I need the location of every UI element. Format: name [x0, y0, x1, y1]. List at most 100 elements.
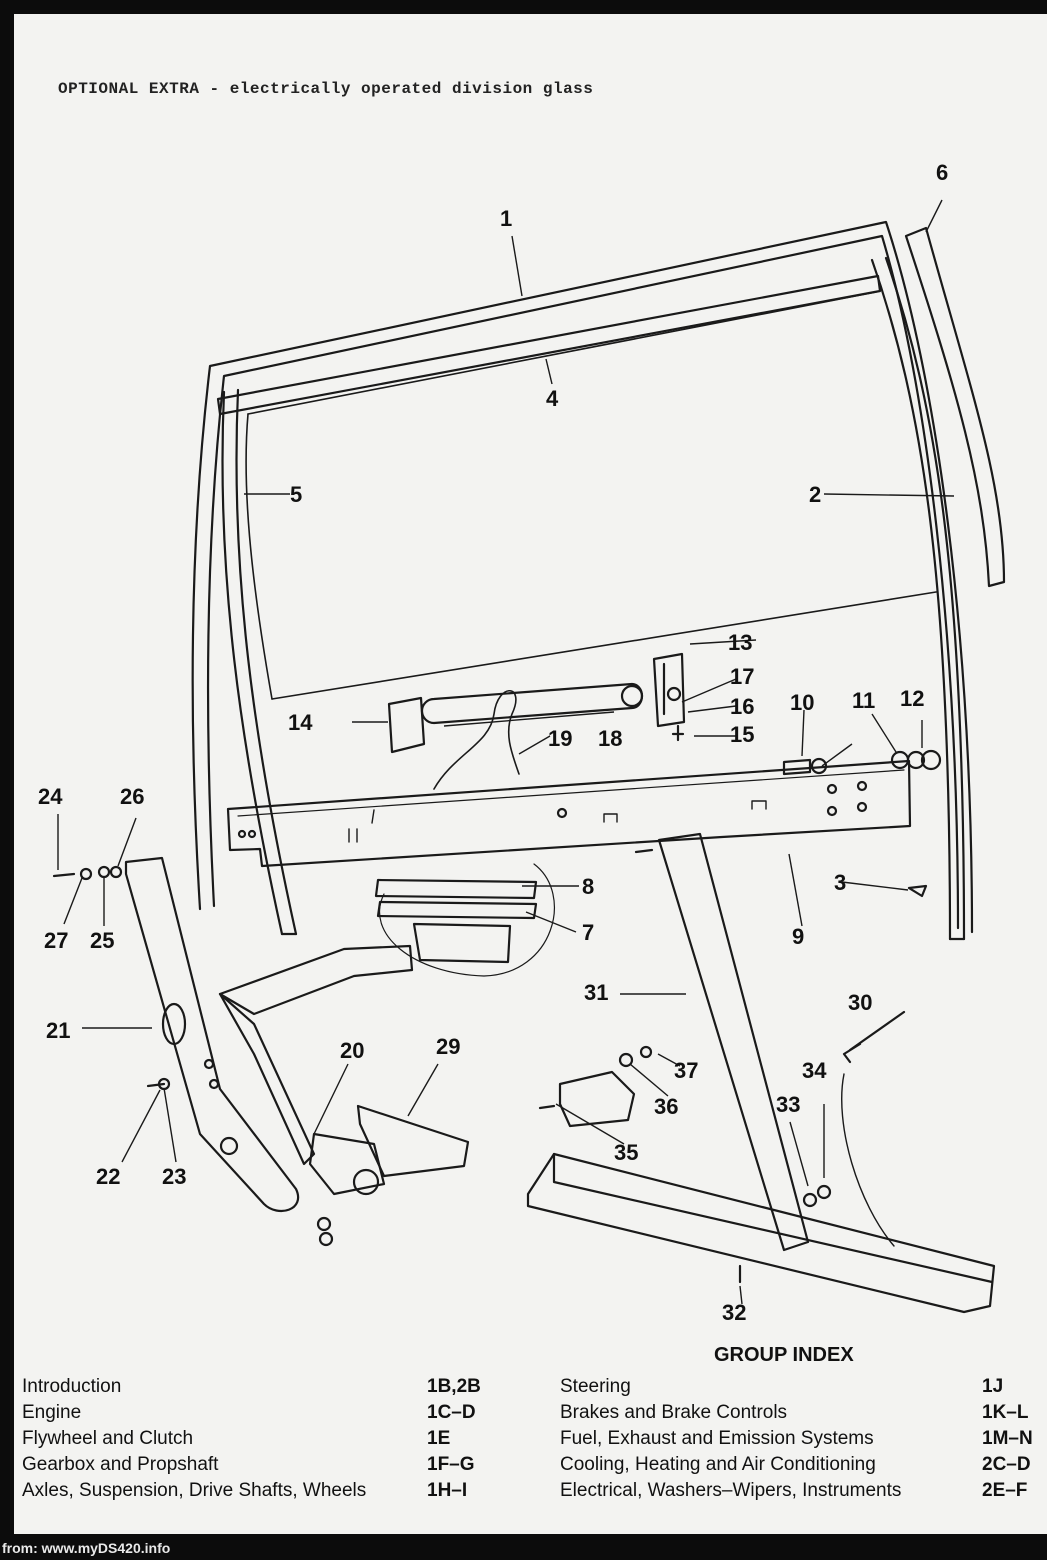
- division-glass-pane: [245, 291, 937, 700]
- group-index-row[interactable]: Steering 1J: [560, 1374, 1047, 1400]
- callout-27: 27: [44, 928, 68, 953]
- group-label: Axles, Suspension, Drive Shafts, Wheels: [22, 1480, 367, 1501]
- nut-part: [802, 1192, 818, 1208]
- carrier-rail-part: [226, 759, 912, 868]
- washer-part: [109, 865, 123, 879]
- callout-15: 15: [730, 722, 754, 747]
- callout-21: 21: [46, 1018, 70, 1043]
- screw-part: [146, 1082, 166, 1088]
- right-support-leg-part: [657, 832, 810, 1252]
- exploded-parts-diagram: 1 2 3 4 5 6 7 8 9 10 11 12 13 14 15 16 1…: [38, 160, 1006, 1325]
- nut-part: [316, 1216, 332, 1232]
- callout-34: 34: [802, 1058, 827, 1083]
- page-title: OPTIONAL EXTRA - electrically operated d…: [58, 80, 594, 98]
- callout-32: 32: [722, 1300, 746, 1325]
- bottom-channel-part: [526, 1152, 996, 1314]
- callout-1: 1: [500, 206, 512, 231]
- callout-labels: 1 2 3 4 5 6 7 8 9 10 11 12 13 14 15 16 1…: [38, 160, 948, 1325]
- motor-linkage-part: [218, 944, 414, 1196]
- callout-20: 20: [340, 1038, 364, 1063]
- drive-tube-part: [420, 682, 644, 725]
- callout-19: 19: [548, 726, 572, 751]
- callout-35: 35: [614, 1140, 638, 1165]
- group-code: 1M–N: [982, 1428, 1033, 1449]
- washer-part: [618, 1052, 634, 1068]
- group-code: 2C–D: [982, 1454, 1031, 1475]
- callout-5: 5: [290, 482, 302, 507]
- callout-7: 7: [582, 920, 594, 945]
- outer-frame-part: [191, 220, 974, 934]
- washer-part: [639, 1045, 653, 1059]
- cable-part: [841, 1073, 895, 1247]
- callout-12: 12: [900, 686, 924, 711]
- group-label: Flywheel and Clutch: [22, 1428, 194, 1449]
- callout-18: 18: [598, 726, 622, 751]
- callout-36: 36: [654, 1094, 678, 1119]
- group-code: 1F–G: [427, 1454, 475, 1475]
- rivet-part: [842, 1010, 906, 1064]
- washer-part: [97, 865, 111, 879]
- group-code: 1K–L: [982, 1402, 1029, 1423]
- outer-seal-strip-part: [904, 226, 1006, 588]
- group-label: Gearbox and Propshaft: [22, 1454, 219, 1475]
- group-code: 1B,2B: [427, 1376, 481, 1397]
- callout-11: 11: [852, 688, 875, 713]
- callout-33: 33: [776, 1092, 800, 1117]
- group-label: Cooling, Heating and Air Conditioning: [560, 1454, 876, 1475]
- group-label: Steering: [560, 1376, 631, 1397]
- callout-2: 2: [809, 482, 821, 507]
- washer-part: [890, 750, 910, 770]
- group-label: Introduction: [22, 1376, 122, 1397]
- group-index-title: GROUP INDEX: [714, 1344, 854, 1366]
- angle-plate-part: [356, 1104, 470, 1178]
- group-index-row[interactable]: Cooling, Heating and Air Conditioning 2C–…: [560, 1452, 1047, 1478]
- upper-bracket-part: [652, 652, 686, 728]
- nut-part: [666, 686, 682, 702]
- callout-29: 29: [436, 1034, 460, 1059]
- left-support-arm-part: [124, 856, 300, 1213]
- callout-6: 6: [936, 160, 948, 185]
- left-guide-channel-part: [221, 388, 298, 936]
- group-code: 1J: [982, 1376, 1004, 1397]
- nut-part: [816, 1184, 832, 1200]
- screw-part: [52, 872, 76, 878]
- callout-26: 26: [120, 784, 144, 809]
- roller-guide-part: [374, 863, 555, 977]
- washer-part: [906, 750, 926, 770]
- group-code: 1C–D: [427, 1402, 476, 1423]
- callout-22: 22: [96, 1164, 120, 1189]
- group-index-row[interactable]: Introduction 1B,2B: [22, 1374, 502, 1400]
- group-code: 1H–I: [427, 1480, 468, 1501]
- screw-part: [671, 724, 685, 742]
- group-index-row[interactable]: Axles, Suspension, Drive Shafts, Wheels 1…: [22, 1478, 502, 1504]
- group-label: Fuel, Exhaust and Emission Systems: [560, 1428, 874, 1449]
- nut-part: [318, 1231, 334, 1247]
- callout-24: 24: [38, 784, 63, 809]
- callout-13: 13: [728, 630, 752, 655]
- group-index-row[interactable]: Gearbox and Propshaft 1F–G: [22, 1452, 502, 1478]
- leader-lines: [57, 199, 955, 1305]
- group-code: 2E–F: [982, 1480, 1028, 1501]
- block-part: [558, 1070, 636, 1128]
- catalogue-sheet: 1 2 3 4 5 6 7 8 9 10 11 12 13 14 15 16 1…: [14, 14, 1047, 1534]
- washer-part: [920, 749, 942, 771]
- callout-30: 30: [848, 990, 872, 1015]
- screw-part: [538, 1104, 742, 1284]
- callout-23: 23: [162, 1164, 186, 1189]
- callout-10: 10: [790, 690, 814, 715]
- callout-8: 8: [582, 874, 594, 899]
- callout-31: 31: [584, 980, 608, 1005]
- callout-14: 14: [288, 710, 313, 735]
- left-bracket-part: [387, 696, 426, 754]
- callout-9: 9: [792, 924, 804, 949]
- top-channel-part: [216, 274, 882, 416]
- group-index-row[interactable]: Fuel, Exhaust and Emission Systems 1M–N: [560, 1426, 1047, 1452]
- screw-part: [907, 884, 928, 898]
- screw-part: [634, 848, 654, 854]
